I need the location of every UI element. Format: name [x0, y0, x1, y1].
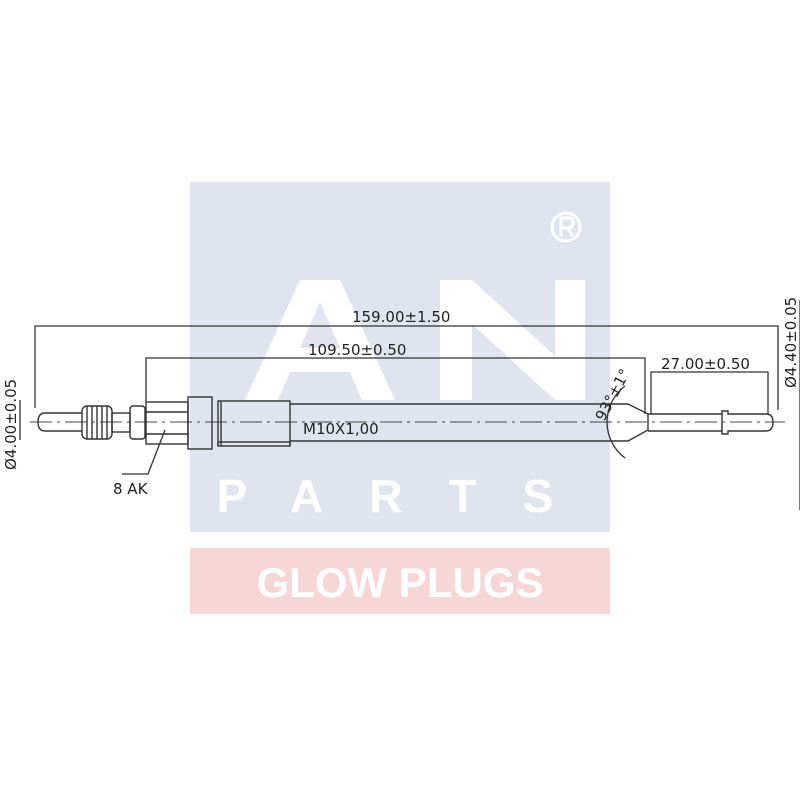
glow-plug-outline — [37, 396, 774, 450]
watermark-brand-logo — [245, 280, 585, 400]
an-parts-watermark: PARTS GLOW PLUGS — [190, 182, 610, 614]
pin-diameter-label: Ø4.00±0.05 — [2, 379, 20, 470]
dimension-lines — [19, 300, 800, 510]
body-length-label: 109.50±0.50 — [308, 341, 406, 359]
watermark-glow-plugs: GLOW PLUGS — [257, 559, 544, 606]
thread-label: M10X1,00 — [303, 420, 379, 438]
watermark-band — [190, 548, 610, 614]
tip-length-label: 27.00±0.50 — [661, 355, 750, 373]
watermark-parts: PARTS — [217, 470, 600, 522]
tip-diameter-label: Ø4.40±0.05 — [782, 297, 800, 388]
registered-mark-icon — [550, 211, 582, 243]
overall-length-label: 159.00±1.50 — [352, 308, 450, 326]
hex-label: 8 AK — [113, 480, 149, 498]
